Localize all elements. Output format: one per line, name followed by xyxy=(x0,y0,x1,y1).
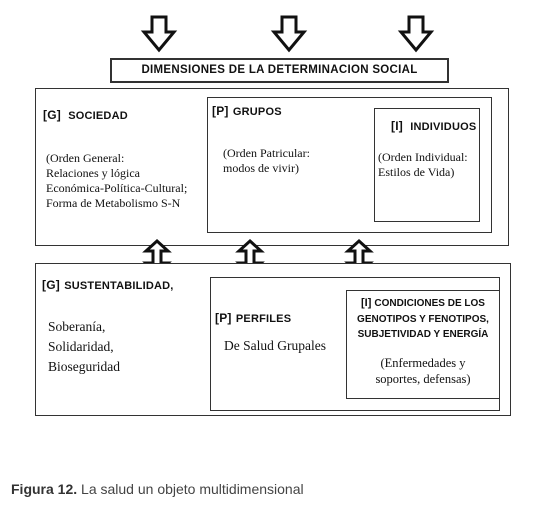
title-box: DIMENSIONES DE LA DETERMINACION SOCIAL xyxy=(110,58,449,83)
caption-text: La salud un objeto multidimensional xyxy=(81,481,304,497)
caption-label: Figura 12. xyxy=(11,481,78,497)
grupos-box: [P] GRUPOS (Orden Patricular: modos de v… xyxy=(207,97,492,233)
perfiles-text: De Salud Grupales xyxy=(224,338,326,353)
individuos-heading: [I] INDIVIDUOS xyxy=(391,119,476,133)
figure-caption: Figura 12. La salud un objeto multidimen… xyxy=(11,481,304,497)
sociedad-text: (Orden General: Relaciones y lógica Econ… xyxy=(46,151,188,210)
individuos-text: (Orden Individual: Estilos de Vida) xyxy=(378,150,468,179)
down-arrow-icon xyxy=(140,15,178,53)
condiciones-label-line-2: GENOTIPOS Y FENOTIPOS, xyxy=(357,313,489,325)
sociedad-tag: [G] xyxy=(43,108,61,122)
down-arrow-icon xyxy=(397,15,435,53)
page-title: DIMENSIONES DE LA DETERMINACION SOCIAL xyxy=(141,64,418,76)
sociedad-label: SOCIEDAD xyxy=(68,110,128,122)
perfiles-label: PERFILES xyxy=(235,313,292,325)
individuos-box: [I] INDIVIDUOS (Orden Individual: Estilo… xyxy=(374,108,480,222)
condiciones-label-line-3: SUBJETIVIDAD Y ENERGÍA xyxy=(357,329,489,340)
condiciones-tag: [I] xyxy=(361,297,372,309)
condiciones-box: [I]CONDICIONES DE LOS GENOTIPOS Y FENOTI… xyxy=(346,290,500,399)
perfiles-box: [P] PERFILES De Salud Grupales [I]CONDIC… xyxy=(210,277,500,411)
individuos-tag: [I] xyxy=(391,119,403,133)
sustentabilidad-text: Soberanía, Solidaridad, Bioseguridad xyxy=(48,319,120,374)
grupos-text: (Orden Patricular: modos de vivir) xyxy=(223,146,310,175)
perfiles-heading: [P] PERFILES xyxy=(215,311,291,325)
grupos-heading: [P] GRUPOS xyxy=(212,104,282,118)
sociedad-box: [G] SOCIEDAD (Orden General: Relaciones … xyxy=(35,88,509,246)
grupos-tag: [P] xyxy=(212,104,229,118)
sustentabilidad-label: SUSTENTABILIDAD, xyxy=(64,280,174,292)
sociedad-heading: [G] SOCIEDAD xyxy=(43,108,128,122)
condiciones-text: (Enfermedades y soportes, defensas) xyxy=(375,356,471,386)
grupos-label: GRUPOS xyxy=(232,106,282,118)
individuos-label: INDIVIDUOS xyxy=(410,121,477,133)
condiciones-heading-line: [I]CONDICIONES DE LOS xyxy=(347,296,499,312)
down-arrow-icon xyxy=(270,15,308,53)
sustentabilidad-box: [G] SUSTENTABILIDAD, Soberanía, Solidari… xyxy=(35,263,511,416)
perfiles-tag: [P] xyxy=(215,311,232,325)
sustentabilidad-heading: [G] SUSTENTABILIDAD, xyxy=(42,278,174,292)
condiciones-label-line-1: CONDICIONES DE LOS xyxy=(374,298,485,309)
condiciones-heading: [I]CONDICIONES DE LOS GENOTIPOS Y FENOTI… xyxy=(347,296,499,343)
sustentabilidad-tag: [G] xyxy=(42,278,60,292)
